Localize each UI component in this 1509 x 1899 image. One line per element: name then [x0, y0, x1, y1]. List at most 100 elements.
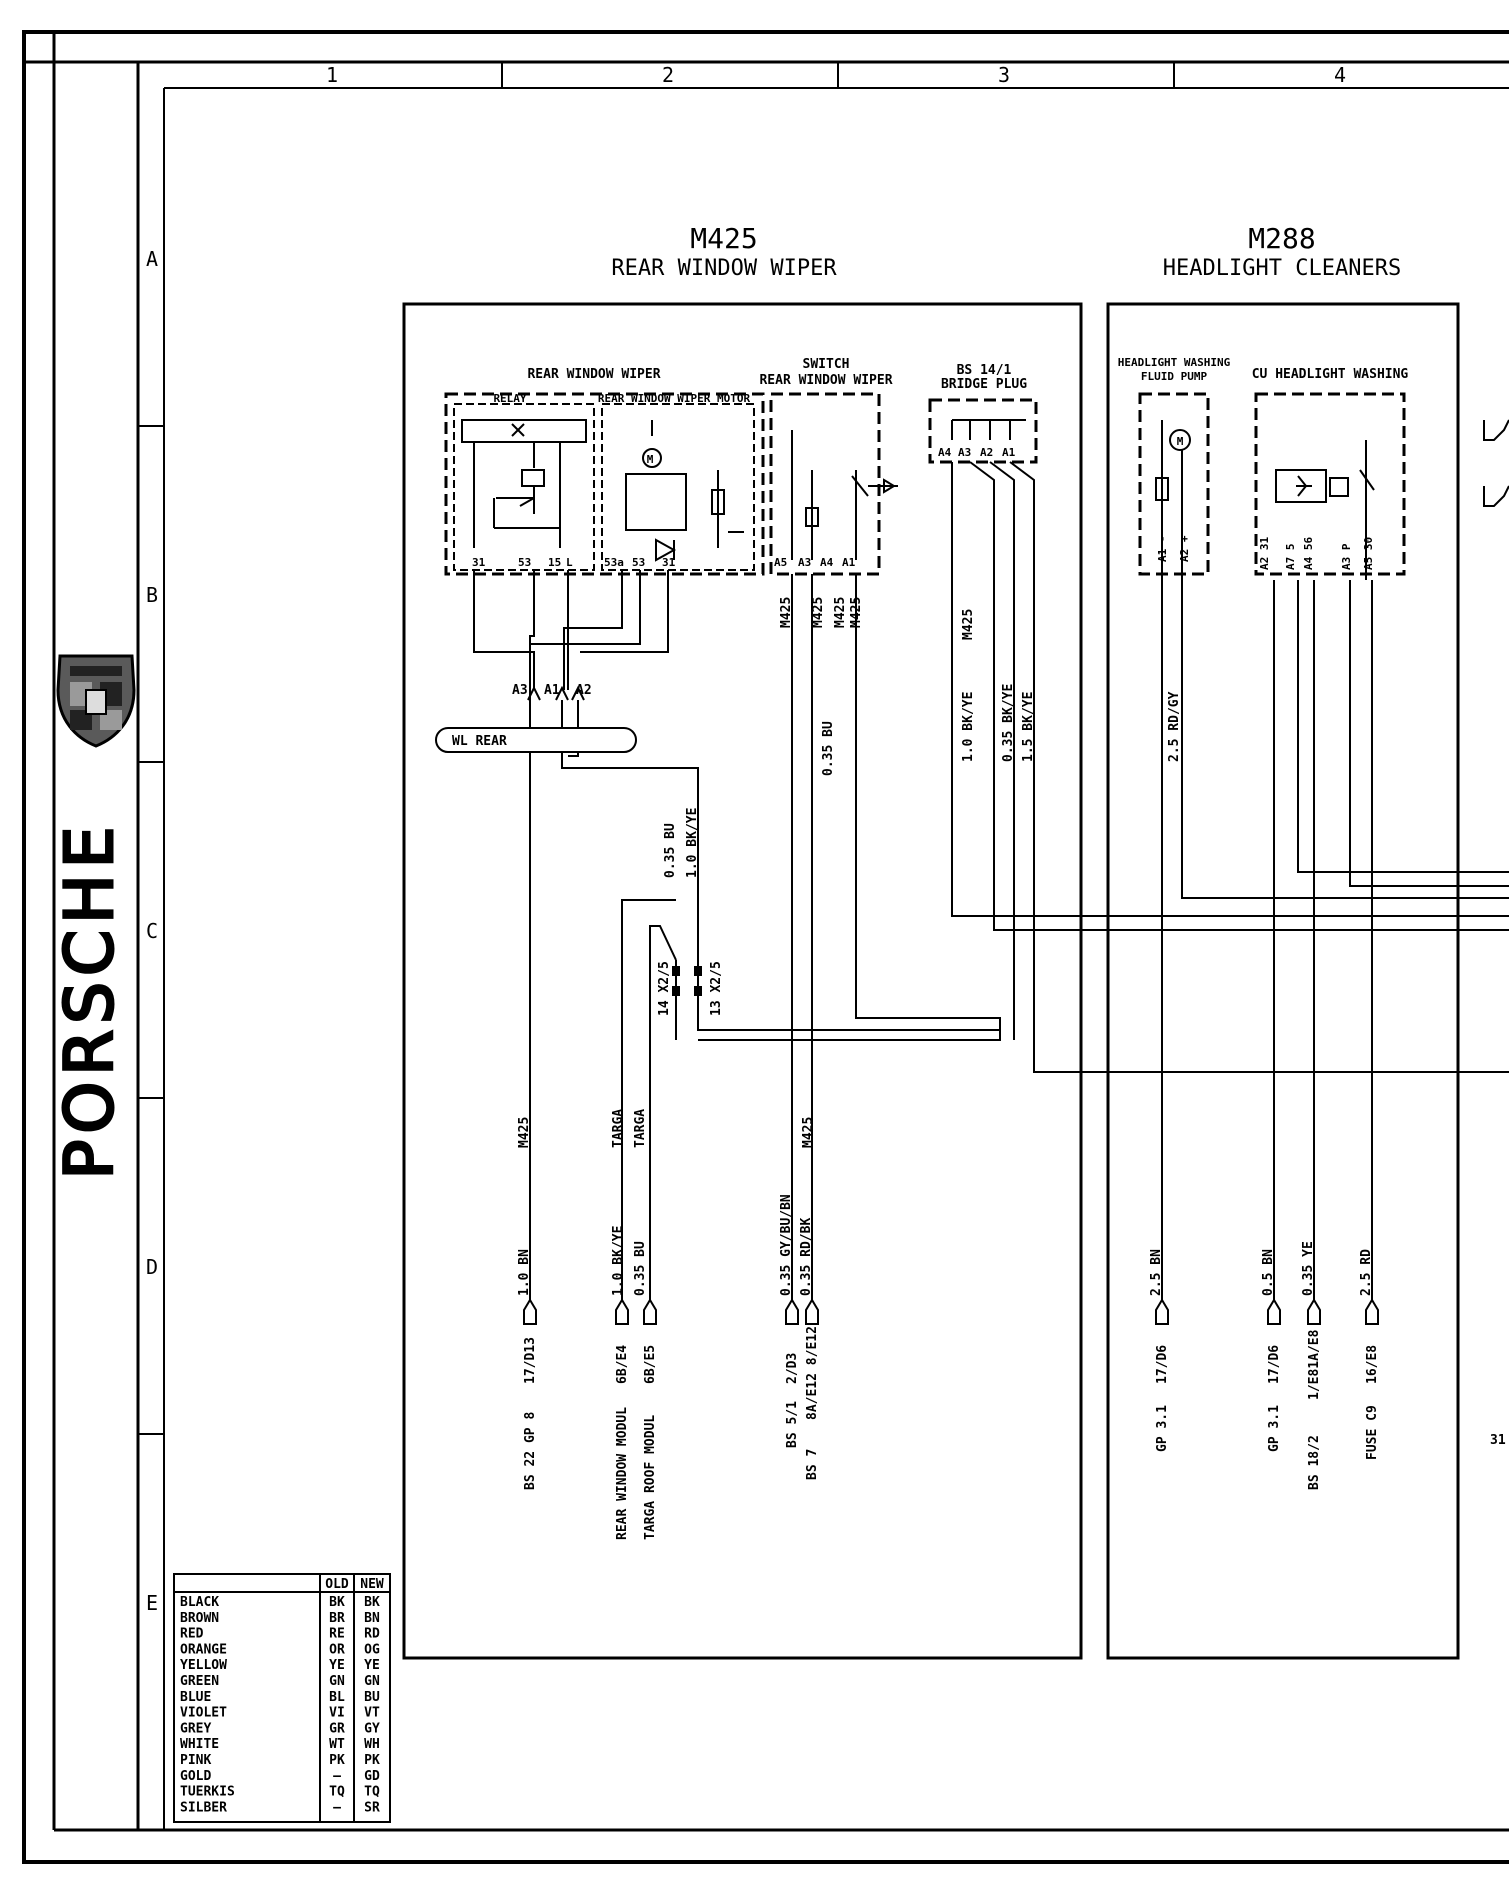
- legend-col-new: NEW: [360, 1577, 384, 1592]
- motor-symbol: [625, 420, 744, 562]
- wire-label-rdbk: 0.35 RD/BK: [799, 1218, 814, 1296]
- legend-name-blue: BLUE: [180, 1690, 211, 1705]
- switch-pin-a4: A4: [820, 556, 834, 569]
- terminal-code-2: 6B/E4: [615, 1345, 630, 1384]
- section-title-rear-wiper: REAR WINDOW WIPER: [611, 256, 837, 281]
- legend-new-white: WH: [364, 1737, 380, 1752]
- legend-new-tuerkis: TQ: [364, 1785, 380, 1800]
- legend-old-black: BK: [329, 1595, 345, 1610]
- switch-box: [769, 392, 881, 576]
- legend-new-black: BK: [364, 1595, 380, 1610]
- wire-label-rd25: 2.5 RD: [1359, 1249, 1374, 1296]
- conn-pin-a2: A2: [576, 683, 592, 698]
- label-switch-1: SWITCH: [803, 357, 850, 372]
- x25-right-label: 13 X2/5: [709, 961, 724, 1016]
- terminal-code-7: 17/D6: [1267, 1345, 1282, 1384]
- grid-col-3: 3: [998, 63, 1010, 87]
- terminal-code-6: 17/D6: [1155, 1345, 1170, 1384]
- x25-connector: [672, 966, 702, 996]
- pump-m-glyph: M: [1177, 435, 1184, 448]
- grid-row-a: A: [146, 247, 158, 271]
- wire-label-m425-rdbk: M425: [801, 1117, 816, 1148]
- motor-pin-31: 31: [662, 556, 676, 569]
- wire-labels: M425 M425 M425 M425 0.35 BU M425 1.0 BK/…: [517, 597, 1374, 1296]
- terminal-dest-9: FUSE C9: [1365, 1405, 1380, 1460]
- switch-pin-a3: A3: [798, 556, 811, 569]
- bridge-pin-a2: A2: [980, 446, 993, 459]
- legend-name-brown: BROWN: [180, 1611, 219, 1626]
- legend-old-green: GN: [329, 1674, 345, 1689]
- motor-box: [601, 403, 755, 571]
- label-cu: CU HEADLIGHT WASHING: [1252, 367, 1409, 382]
- legend-name-orange: ORANGE: [180, 1642, 227, 1657]
- relay-pin-15: 15: [548, 556, 561, 569]
- terminal-code-8: 1/E81A/E8: [1307, 1329, 1322, 1400]
- relay-symbol: [461, 419, 587, 548]
- wire-label-bkye10: 1.0 BK/YE: [961, 692, 976, 762]
- label-rear-wiper-group: REAR WINDOW WIPER: [527, 367, 660, 382]
- wire-label-targa-1: TARGA: [611, 1109, 626, 1148]
- wire-label-bn25: 2.5 BN: [1149, 1249, 1164, 1296]
- legend-name-gold: GOLD: [180, 1769, 211, 1784]
- grid-col-4: 4: [1334, 63, 1346, 87]
- legend-new-orange: OG: [364, 1642, 380, 1657]
- wire-label-m425-bridge: M425: [961, 609, 976, 640]
- label-pump-1: HEADLIGHT WASHING: [1118, 356, 1231, 369]
- switch-symbol: [791, 430, 898, 560]
- terminal-code-9: 16/E8: [1365, 1345, 1380, 1384]
- pump-pin-a2: A2 +: [1178, 535, 1191, 562]
- legend-name-tuerkis: TUERKIS: [180, 1785, 235, 1800]
- label-pump-2: FLUID PUMP: [1141, 370, 1208, 383]
- legend-new-blue: BU: [364, 1690, 380, 1705]
- motor-pin-53: 53: [632, 556, 645, 569]
- bridge-pin-a3: A3: [958, 446, 971, 459]
- relay-box: [453, 403, 595, 571]
- terminal-code-4: 2/D3: [785, 1353, 800, 1384]
- bridge-plug-box: [928, 398, 1038, 464]
- legend-name-yellow: YELLOW: [180, 1658, 227, 1673]
- ground-symbols: [1483, 419, 1509, 507]
- switch-pin-a5: A5: [774, 556, 787, 569]
- x25-left-label: 14 X2/5: [657, 961, 672, 1016]
- legend-name-violet: VIOLET: [180, 1706, 227, 1721]
- terminal-dest-5: BS 7: [805, 1449, 820, 1480]
- section-code-m425: M425: [690, 222, 757, 255]
- cu-pin-a3: A3 P: [1340, 543, 1353, 570]
- relay-pin-l: L: [566, 556, 573, 569]
- legend-old-silber: —: [333, 1800, 341, 1815]
- wire-label-m425-bn: M425: [517, 1117, 532, 1148]
- terminal-dest-2: REAR WINDOW MODUL: [615, 1407, 630, 1540]
- legend-name-grey: GREY: [180, 1721, 211, 1736]
- relay-pin-53: 53: [518, 556, 531, 569]
- legend-name-green: GREEN: [180, 1674, 219, 1689]
- grid-col-2: 2: [662, 63, 674, 87]
- cu-box: [1254, 392, 1406, 576]
- panel-headlight: [1106, 302, 1460, 1660]
- legend-old-red: RE: [329, 1627, 345, 1642]
- legend-new-gold: GD: [364, 1769, 380, 1784]
- legend-old-pink: PK: [329, 1753, 345, 1768]
- harness-wl-rear-label: WL REAR: [452, 734, 507, 749]
- legend-old-tuerkis: TQ: [329, 1785, 345, 1800]
- wire-label-bkye15: 1.5 BK/YE: [1021, 692, 1036, 762]
- wire-label-bkye10-lower: 1.0 BK/YE: [611, 1226, 626, 1296]
- label-bridge-1: BS 14/1: [957, 363, 1012, 378]
- terminal-dest-8: BS 18/2: [1307, 1435, 1322, 1490]
- motor-pin-53a: 53a: [604, 556, 624, 569]
- bridge-plug-symbol: [951, 419, 1026, 440]
- legend-name-silber: SILBER: [180, 1800, 227, 1815]
- rear-wiper-assembly-box: [444, 392, 765, 576]
- wire-label-bu035-lower: 0.35 BU: [633, 1241, 648, 1296]
- legend-old-grey: GR: [329, 1721, 345, 1736]
- grid-row-e: E: [146, 1591, 158, 1615]
- legend-name-pink: PINK: [180, 1753, 211, 1768]
- section-code-m288: M288: [1248, 222, 1315, 255]
- wire-label-bu035: 0.35 BU: [821, 721, 836, 776]
- grid-col-1: 1: [326, 63, 338, 87]
- wire-label-rdgy25: 2.5 RD/GY: [1167, 691, 1182, 762]
- terminal-dest-6: GP 3.1: [1155, 1405, 1170, 1452]
- legend-new-green: GN: [364, 1674, 380, 1689]
- legend-new-yellow: YE: [364, 1658, 380, 1673]
